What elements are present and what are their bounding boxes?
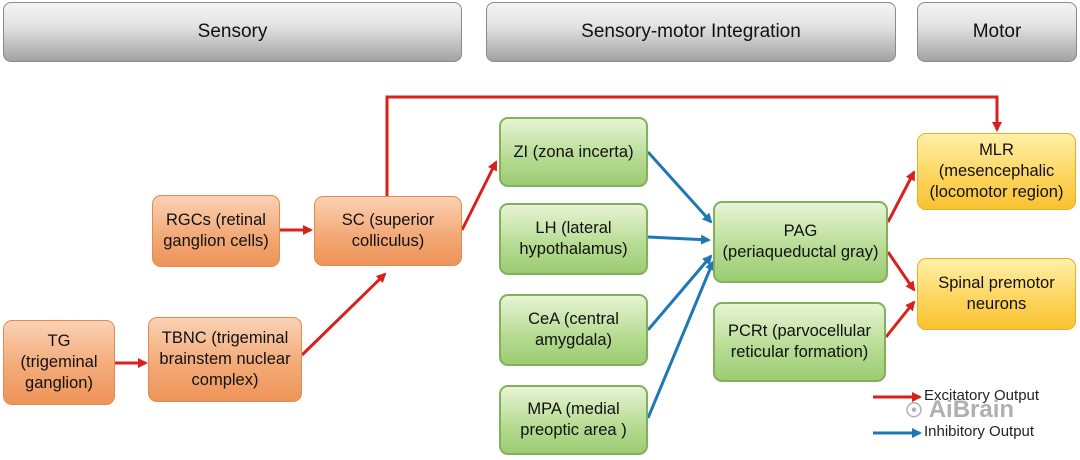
node-tg-label: TG (trigeminal ganglion): [20, 332, 98, 392]
node-mlr: MLR (mesencephalic (locomotor region): [917, 133, 1076, 210]
legend-inhibitory-label: Inhibitory Output: [924, 423, 1035, 440]
header-integration-label: Sensory-motor Integration: [581, 21, 801, 42]
arrow-pcrt-spinal: [884, 300, 916, 338]
header-sensory: Sensory: [3, 2, 462, 62]
header-motor: Motor: [917, 2, 1077, 62]
node-pcrt-label: PCRt (parvocellular reticular formation): [727, 322, 872, 361]
node-spinal-label: Spinal premotor neurons: [938, 274, 1055, 313]
header-motor-label: Motor: [972, 21, 1022, 42]
arrow-pag-mlr: [886, 170, 916, 223]
header-sensory-label: Sensory: [197, 21, 268, 42]
header-integration: Sensory-motor Integration: [486, 2, 896, 62]
watermark-chat-icon: ☉: [905, 400, 923, 422]
node-sc: SC (superior colliculus): [314, 196, 462, 266]
node-rgcs-label: RGCs (retinal ganglion cells): [163, 211, 269, 250]
node-zi: ZI (zona incerta): [499, 117, 648, 187]
arrow-mpa-pag: [646, 260, 715, 419]
node-sc-label: SC (superior colliculus): [341, 211, 435, 250]
arrow-sc-zi: [460, 160, 498, 231]
node-tbnc: TBNC (trigeminal brainstem nuclear compl…: [148, 317, 302, 402]
watermark-text: AiBrain: [928, 396, 1015, 423]
node-lh: LH (lateral hypothalamus): [499, 203, 648, 275]
node-mpa-label: MPA (medial preoptic area ): [520, 400, 627, 439]
legend-excitatory-label: Excitatory Output: [924, 387, 1040, 404]
arrow-lh-pag: [647, 234, 711, 245]
arrow-sc-mlr: [385, 95, 1002, 196]
node-spinal: Spinal premotor neurons: [917, 258, 1076, 330]
node-zi-label: ZI (zona incerta): [513, 142, 634, 161]
arrow-cea-pag: [646, 254, 713, 331]
arrow-pag-spinal: [886, 251, 916, 292]
watermark-logo: ☉ AiBrain: [905, 396, 1014, 424]
node-rgcs: RGCs (retinal ganglion cells): [152, 195, 280, 267]
node-lh-label: LH (lateral hypothalamus): [519, 219, 628, 258]
node-mpa: MPA (medial preoptic area ): [499, 385, 648, 455]
arrow-zi-pag: [646, 150, 713, 224]
node-pag-label: PAG (periaqueductal gray): [722, 222, 879, 261]
node-cea-label: CeA (central amygdala): [528, 310, 619, 349]
node-pag: PAG (periaqueductal gray): [713, 201, 888, 283]
node-tg: TG (trigeminal ganglion): [3, 320, 115, 405]
arrow-tbnc-sc: [300, 272, 387, 357]
node-pcrt: PCRt (parvocellular reticular formation): [713, 302, 886, 382]
node-tbnc-label: TBNC (trigeminal brainstem nuclear compl…: [159, 329, 291, 389]
node-cea: CeA (central amygdala): [499, 294, 648, 366]
node-mlr-label: MLR (mesencephalic (locomotor region): [929, 141, 1064, 201]
